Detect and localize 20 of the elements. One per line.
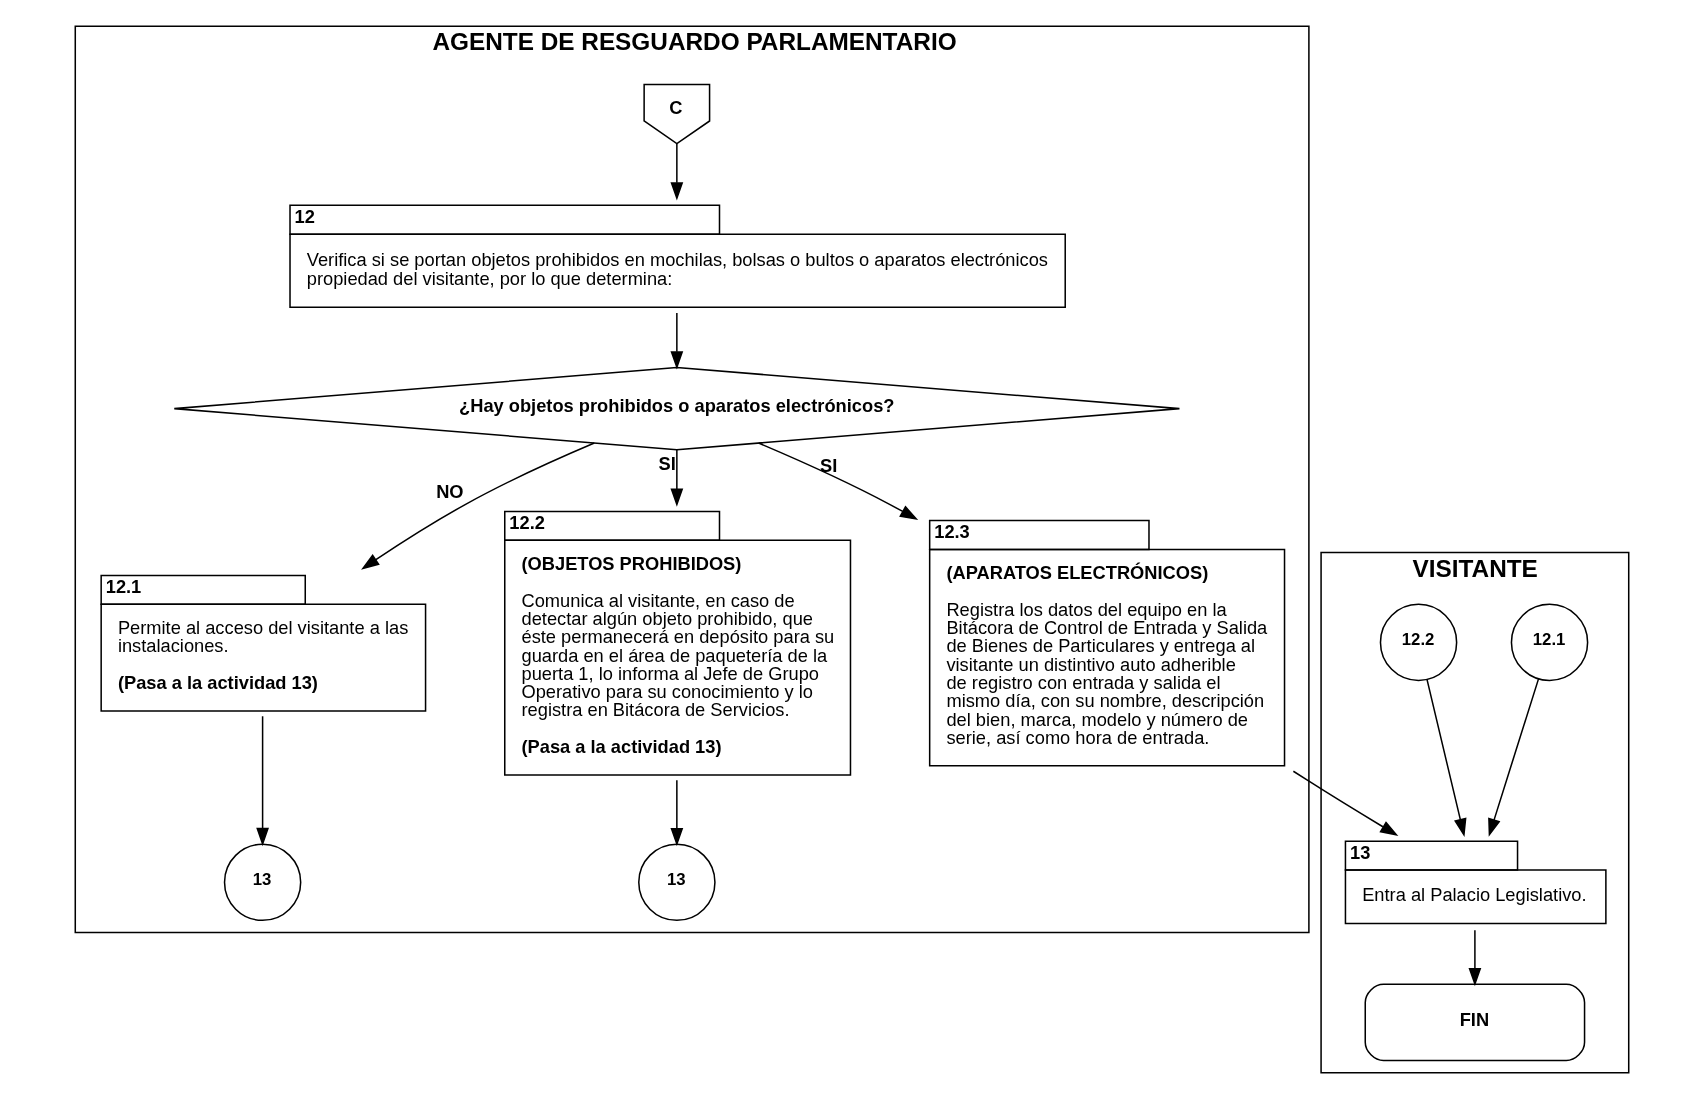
edge-label: SI [820,454,838,476]
node-diamond: ¿Hay objetos prohibidos o aparatos electrónicos? [173,366,1181,451]
arrow [670,143,684,201]
node-circle: 13 [223,843,302,922]
arrow [670,449,684,507]
arrow [670,779,684,847]
arrow [1426,679,1467,837]
arrow [256,715,269,847]
arrow [1292,770,1399,837]
arrow [1468,929,1482,987]
arrow [1488,678,1540,837]
node-box: FIN [1364,983,1586,1062]
node-circle: 12.2 [1379,603,1458,682]
arrow [361,442,596,570]
node-circle: 13 [638,843,716,922]
edge-label: SI [658,453,676,475]
arrow [670,312,684,370]
arrow [757,442,919,521]
node-circle: 12.1 [1510,603,1589,682]
edge-label: NO [436,480,464,502]
